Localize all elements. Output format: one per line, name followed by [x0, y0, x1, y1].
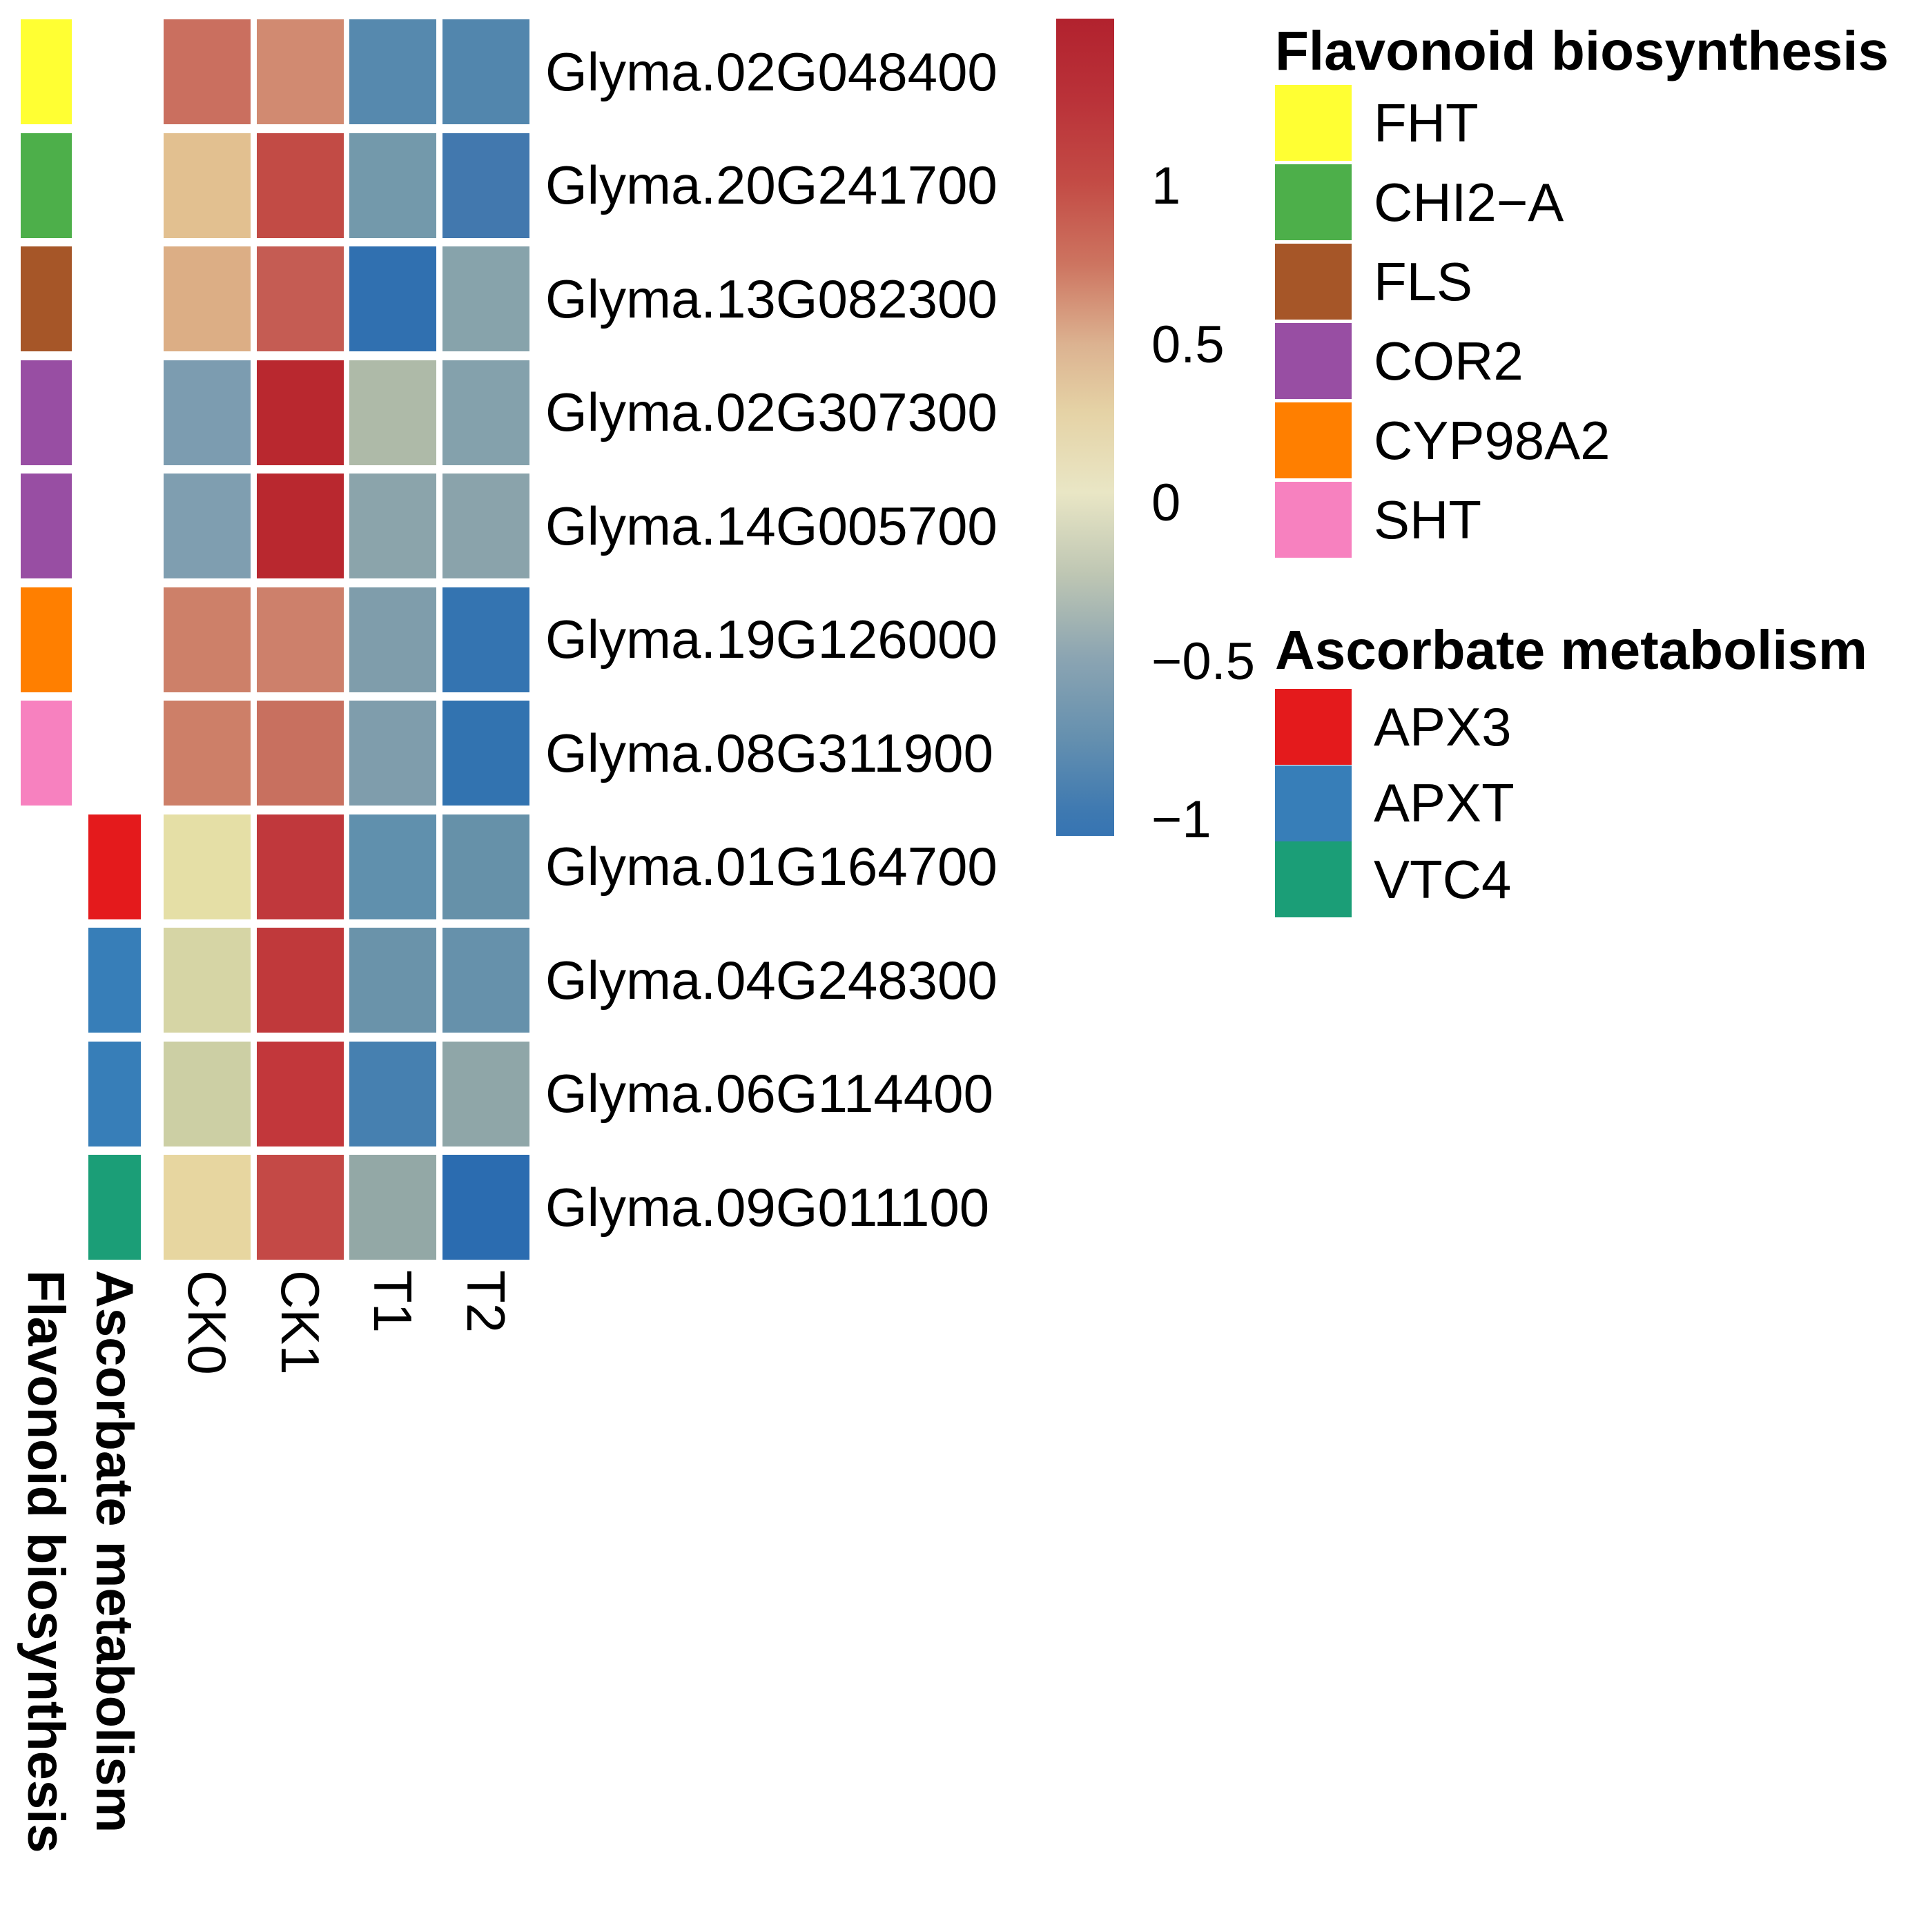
column-label-t1: T1	[362, 1270, 424, 1334]
heatmap-cell	[349, 474, 437, 578]
row-annotation-cell	[88, 1155, 141, 1260]
legend-swatch-apxt	[1275, 765, 1352, 841]
column-label-ck1: CK1	[269, 1270, 331, 1375]
heatmap-cell	[256, 928, 344, 1033]
heatmap-cell	[164, 19, 251, 124]
legend-item-label: SHT	[1374, 489, 1481, 550]
column-label-t2: T2	[455, 1270, 516, 1334]
heatmap-cell	[442, 360, 529, 465]
heatmap-cell	[442, 19, 529, 124]
legend-title-flavonoid: Flavonoid biosynthesis	[1275, 20, 1889, 81]
legend-item-label: CHI2−A	[1374, 171, 1564, 233]
heatmap-cell	[349, 19, 437, 124]
row-label: Glyma.09G011100	[545, 1176, 990, 1238]
heatmap-cell	[256, 814, 344, 919]
row-label: Glyma.13G082300	[545, 268, 998, 329]
heatmap-cell	[349, 814, 437, 919]
heatmap-cell	[256, 701, 344, 806]
row-label: Glyma.01G164700	[545, 836, 998, 897]
heatmap-cell	[164, 133, 251, 238]
annotation-axis-label: Ascorbate metabolism	[85, 1270, 144, 1833]
legend-item-label: APXT	[1374, 772, 1515, 833]
legend-item-label: FHT	[1374, 92, 1479, 153]
colorbar-tick-label: 0	[1151, 474, 1181, 533]
legend-title-ascorbate: Ascorbate metabolism	[1275, 619, 1868, 681]
row-annotation-cell	[21, 133, 72, 238]
legend-swatch-vtc4	[1275, 841, 1352, 917]
heatmap-cell	[442, 928, 529, 1033]
heatmap-cell	[349, 246, 437, 351]
heatmap-cell	[442, 246, 529, 351]
colorbar	[1056, 19, 1114, 836]
heatmap-cell	[164, 1041, 251, 1146]
row-annotation-cell	[88, 1041, 141, 1146]
heatmap-cell	[442, 1041, 529, 1146]
row-label: Glyma.20G241700	[545, 155, 998, 215]
heatmap-cell	[256, 1155, 344, 1260]
heatmap-cell	[349, 928, 437, 1033]
legend-swatch-sht	[1275, 482, 1352, 558]
legend-swatch-fht	[1275, 85, 1352, 161]
heatmap-cell	[256, 1041, 344, 1146]
heatmap-cell	[349, 133, 437, 238]
legend-item-label: COR2	[1374, 330, 1524, 391]
heatmap-cell	[442, 587, 529, 692]
row-annotation-cell	[88, 814, 141, 919]
heatmap-cell	[349, 701, 437, 806]
colorbar-tick-label: 0.5	[1151, 315, 1225, 374]
row-annotation-cell	[21, 246, 72, 351]
row-label: Glyma.02G048400	[545, 41, 998, 102]
heatmap-cell	[164, 587, 251, 692]
row-annotation-cell	[21, 474, 72, 578]
heatmap-cell	[256, 474, 344, 578]
heatmap-cell	[349, 360, 437, 465]
row-label: Glyma.04G248300	[545, 949, 998, 1011]
heatmap-cell	[349, 1155, 437, 1260]
heatmap-cell	[164, 246, 251, 351]
column-label-ck0: CK0	[177, 1270, 237, 1375]
legend-item-label: CYP98A2	[1374, 409, 1611, 471]
colorbar-tick-label: 1	[1151, 157, 1181, 216]
legend-swatch-fls	[1275, 244, 1352, 320]
row-label: Glyma.06G114400	[545, 1063, 993, 1124]
heatmap-cell	[256, 133, 344, 238]
colorbar-tick-label: −0.5	[1151, 632, 1256, 691]
heatmap-cell	[442, 701, 529, 806]
heatmap-cell	[256, 360, 344, 465]
legend-swatch-cyp98a2	[1275, 402, 1352, 478]
row-annotation-cell	[21, 360, 72, 465]
heatmap-cell	[164, 701, 251, 806]
row-annotation-cell	[21, 19, 72, 124]
legend-item-label: FLS	[1374, 251, 1473, 312]
heatmap-cell	[164, 928, 251, 1033]
heatmap-cell	[164, 474, 251, 578]
row-label: Glyma.19G126000	[545, 609, 998, 670]
legend-item-label: VTC4	[1374, 848, 1512, 910]
row-annotation-cell	[88, 928, 141, 1033]
row-label: Glyma.02G307300	[545, 382, 998, 442]
heatmap-cell	[349, 587, 437, 692]
colorbar-tick-label: −1	[1151, 790, 1211, 850]
heatmap-cell	[442, 474, 529, 578]
heatmap-cell	[442, 133, 529, 238]
row-label: Glyma.14G005700	[545, 495, 998, 556]
heatmap-cell	[164, 360, 251, 465]
row-annotation-cell	[21, 701, 72, 806]
heatmap-cell	[349, 1041, 437, 1146]
legend-swatch-apx3	[1275, 689, 1352, 765]
row-label: Glyma.08G311900	[545, 722, 993, 783]
heatmap-cell	[256, 587, 344, 692]
heatmap-cell	[164, 814, 251, 919]
row-annotation-cell	[21, 587, 72, 692]
legend-item-label: APX3	[1374, 696, 1512, 757]
heatmap-cell	[256, 246, 344, 351]
legend-swatch-chi2−a	[1275, 164, 1352, 240]
heatmap-cell	[164, 1155, 251, 1260]
heatmap-cell	[442, 814, 529, 919]
heatmap-cell	[256, 19, 344, 124]
annotation-axis-label: Flavonoid biosynthesis	[17, 1270, 75, 1853]
legend-swatch-cor2	[1275, 323, 1352, 399]
heatmap-cell	[442, 1155, 529, 1260]
